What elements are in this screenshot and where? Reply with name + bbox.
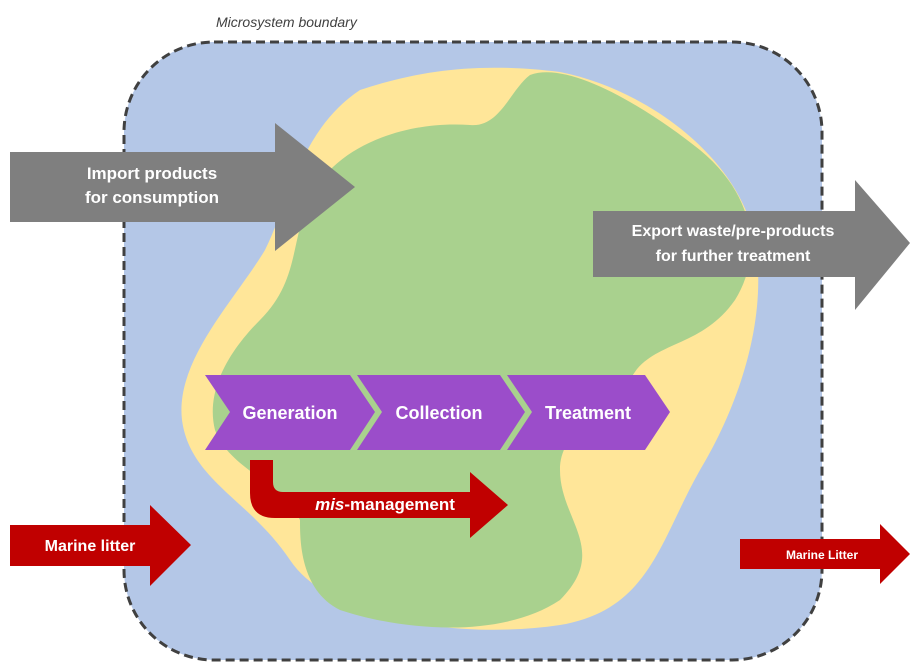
mismanagement-label: mis-management — [315, 495, 455, 514]
marine-litter-in-arrow — [10, 505, 191, 586]
mismanagement-arrow — [250, 460, 508, 538]
mismanagement-label-prefix: mis — [315, 495, 344, 514]
export-arrow-label-line1: Export waste/pre-products — [632, 223, 835, 240]
chevron-treatment — [507, 375, 670, 450]
chevron-treatment-label: Treatment — [545, 403, 631, 423]
import-arrow-label-line2: for consumption — [85, 188, 219, 207]
mismanagement-label-suffix: -management — [344, 495, 455, 514]
marine-litter-in-label: Marine litter — [45, 538, 136, 555]
import-arrow-label-line1: Import products — [87, 164, 217, 183]
marine-litter-out-arrow — [740, 524, 910, 584]
microsystem-boundary — [122, 40, 824, 662]
export-arrow-label-line2: for further treatment — [656, 248, 811, 265]
chevron-collection-label: Collection — [395, 403, 482, 423]
chevron-generation — [205, 375, 375, 450]
chevron-generation-label: Generation — [242, 403, 337, 423]
marine-litter-out-label: Marine Litter — [786, 548, 858, 562]
export-arrow — [593, 180, 910, 310]
boundary-label: Microsystem boundary — [216, 14, 358, 30]
chevron-collection — [357, 375, 525, 450]
import-arrow — [10, 123, 355, 251]
